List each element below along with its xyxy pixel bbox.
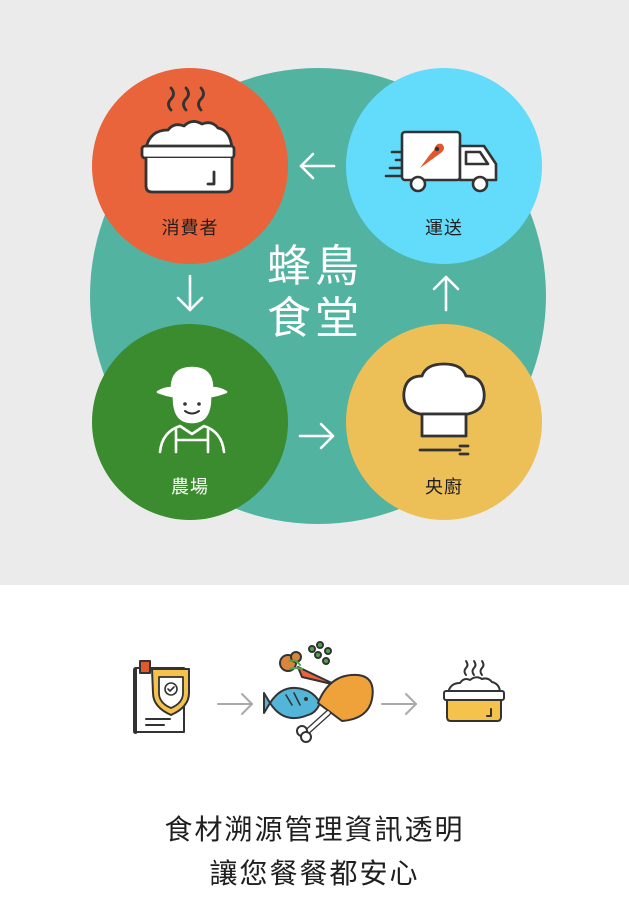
rice-bowl-icon [140,86,236,194]
cycle-diagram-panel: 消費者 運送 農場 央廚 蜂鳥 食堂 [0,0,629,585]
slogan-line-1: 食材溯源管理資訊透明 [164,813,465,846]
center-title-line2: 食堂 [267,293,363,344]
arrow-left-icon [299,152,336,180]
farmer-icon [156,366,228,454]
delivery-truck-icon [384,130,498,193]
chef-hat-icon [402,362,486,456]
flow-arrow-1-icon [217,693,253,715]
delivery-label: 運送 [425,218,463,239]
farm-label: 農場 [171,477,209,498]
consumer-label: 消費者 [161,218,219,239]
arrow-up-icon [432,275,460,312]
flow-graphic [133,641,505,743]
traceability-flow [0,585,629,785]
meal-box-icon [443,660,505,722]
kitchen-label: 央廚 [425,477,463,498]
arrow-right-icon [298,422,335,450]
flow-arrow-2-icon [381,693,417,715]
certificate-icon [133,660,190,734]
cycle-diagram [90,68,546,524]
slogan-line-2: 讓您餐餐都安心 [209,857,420,890]
ingredients-icon [263,641,374,743]
arrow-down-icon [176,274,204,312]
center-title-line1: 蜂鳥 [267,241,363,292]
